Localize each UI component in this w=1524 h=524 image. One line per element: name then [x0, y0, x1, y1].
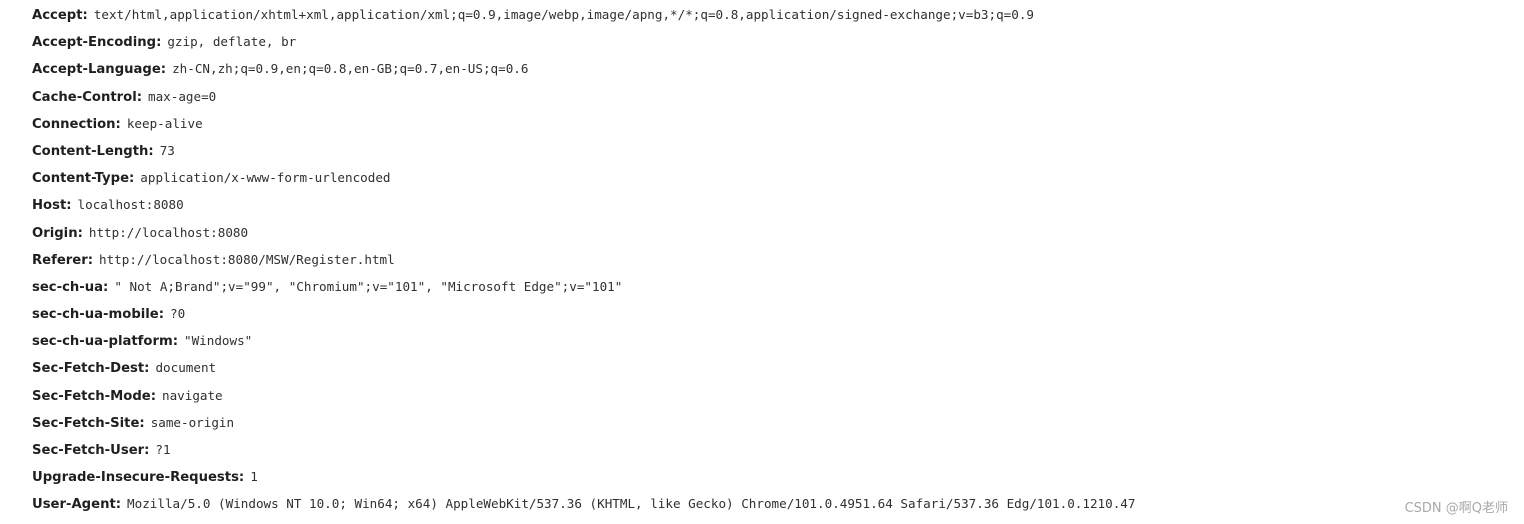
- header-value: zh-CN,zh;q=0.9,en;q=0.8,en-GB;q=0.7,en-U…: [172, 61, 529, 77]
- header-name: Origin:: [32, 225, 83, 241]
- header-row-content-length: Content-Length: 73: [32, 136, 1502, 163]
- header-name: Sec-Fetch-Mode:: [32, 388, 156, 404]
- header-value: navigate: [161, 387, 223, 403]
- header-value: ?1: [155, 442, 171, 457]
- header-row-origin: Origin: http://localhost:8080: [32, 218, 1502, 245]
- header-value: "Windows": [184, 333, 253, 349]
- header-value: max-age=0: [148, 88, 217, 104]
- header-name: Accept-Language:: [32, 62, 167, 78]
- header-value: " Not A;Brand";v="99", "Chromium";v="101…: [114, 278, 623, 294]
- header-name: Sec-Fetch-User:: [32, 443, 150, 458]
- header-value: keep-alive: [126, 115, 203, 131]
- header-value: gzip, deflate, br: [167, 34, 297, 50]
- csdn-watermark: CSDN @啊Q老师: [1404, 501, 1508, 516]
- header-name: Sec-Fetch-Dest:: [32, 361, 150, 377]
- header-row-accept-language: Accept-Language: zh-CN,zh;q=0.9,en;q=0.8,…: [32, 54, 1502, 81]
- header-name: Accept:: [32, 8, 88, 23]
- header-row-accept: Accept: text/html,application/xhtml+xml,a…: [32, 0, 1502, 27]
- header-name: User-Agent:: [32, 497, 122, 513]
- header-value: 73: [159, 142, 175, 158]
- header-row-connection: Connection: keep-alive: [32, 109, 1502, 136]
- header-name: sec-ch-ua-platform:: [32, 334, 179, 350]
- header-name: Host:: [32, 198, 72, 214]
- request-headers-list: Accept: text/html,application/xhtml+xml,a…: [32, 0, 1502, 517]
- header-row-user-agent: User-Agent: Mozilla/5.0 (Windows NT 10.0;…: [32, 489, 1502, 516]
- header-name: sec-ch-ua:: [32, 279, 109, 295]
- header-value: text/html,application/xhtml+xml,applicat…: [93, 7, 1034, 22]
- header-name: Content-Type:: [32, 171, 135, 187]
- header-value: document: [155, 360, 217, 376]
- header-row-content-type: Content-Type: application/x-www-form-urle…: [32, 163, 1502, 190]
- header-row-accept-encoding: Accept-Encoding: gzip, deflate, br: [32, 27, 1502, 54]
- header-name: Accept-Encoding:: [32, 35, 162, 51]
- header-row-cache-control: Cache-Control: max-age=0: [32, 82, 1502, 109]
- header-row-sec-ch-ua-mobile: sec-ch-ua-mobile: ?0: [32, 299, 1502, 326]
- header-value: 1: [250, 469, 258, 485]
- header-row-sec-fetch-mode: Sec-Fetch-Mode: navigate: [32, 381, 1502, 408]
- header-row-sec-ch-ua-platform: sec-ch-ua-platform: "Windows": [32, 326, 1502, 353]
- header-value: http://localhost:8080: [88, 224, 249, 240]
- header-row-sec-fetch-dest: Sec-Fetch-Dest: document: [32, 353, 1502, 380]
- header-row-referer: Referer: http://localhost:8080/MSW/Regist…: [32, 245, 1502, 272]
- header-name: Content-Length:: [32, 143, 154, 159]
- header-row-host: Host: localhost:8080: [32, 190, 1502, 217]
- header-row-sec-fetch-site: Sec-Fetch-Site: same-origin: [32, 408, 1502, 435]
- header-row-sec-ch-ua: sec-ch-ua: " Not A;Brand";v="99", "Chromi…: [32, 272, 1502, 299]
- header-row-sec-fetch-user: Sec-Fetch-User: ?1: [32, 435, 1502, 462]
- header-name: Sec-Fetch-Site:: [32, 415, 145, 431]
- header-value: localhost:8080: [77, 197, 184, 213]
- header-value: Mozilla/5.0 (Windows NT 10.0; Win64; x64…: [127, 496, 1136, 512]
- header-name: Cache-Control:: [32, 89, 142, 105]
- header-value: ?0: [170, 306, 186, 322]
- header-name: Referer:: [32, 252, 94, 268]
- header-value: application/x-www-form-urlencoded: [140, 170, 391, 186]
- header-name: Upgrade-Insecure-Requests:: [32, 470, 245, 486]
- header-name: sec-ch-ua-mobile:: [32, 307, 165, 323]
- header-value: same-origin: [150, 414, 235, 430]
- header-row-upgrade-insecure-requests: Upgrade-Insecure-Requests: 1: [32, 462, 1502, 489]
- header-name: Connection:: [32, 116, 121, 132]
- header-value: http://localhost:8080/MSW/Register.html: [99, 251, 395, 267]
